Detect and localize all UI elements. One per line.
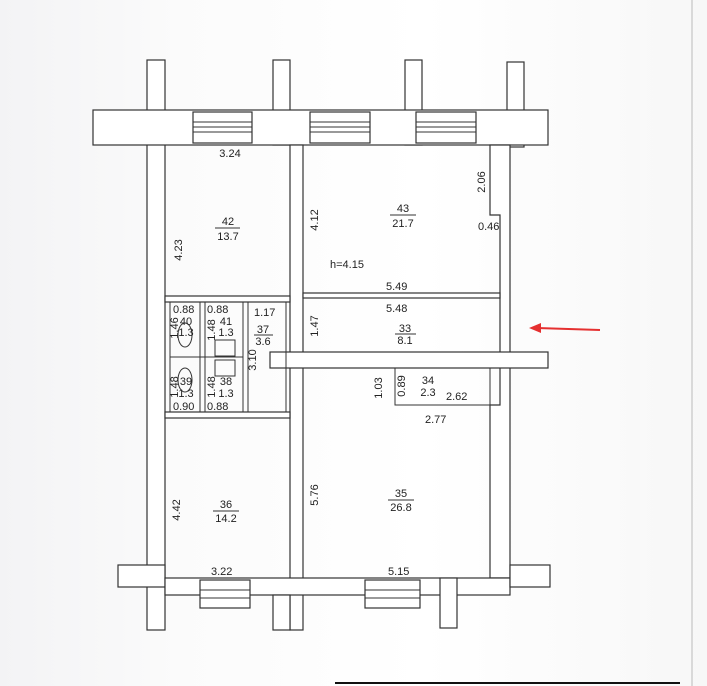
marker-arrowhead [529, 323, 541, 333]
dim: 2.77 [425, 414, 446, 426]
dim: 5.15 [388, 566, 409, 578]
dim: 0.90 [173, 401, 194, 413]
room-42-area: 13.7 [217, 231, 238, 243]
dim: 1.03 [373, 377, 385, 398]
room-40-id: 40 [180, 316, 192, 328]
room-38-id: 38 [220, 376, 232, 388]
room-35-area: 26.8 [390, 502, 411, 514]
dim: 4.12 [309, 209, 321, 230]
dim: 3.24 [219, 148, 240, 160]
room-39-area: 1.3 [178, 388, 193, 400]
dim: 1.48 [169, 376, 181, 397]
room-39-id: 39 [180, 376, 192, 388]
room-37-area: 3.6 [255, 336, 270, 348]
room-36-area: 14.2 [215, 513, 236, 525]
room-37-id: 37 [257, 324, 269, 336]
walls [92, 59, 551, 631]
room-40-area: 1.3 [178, 327, 193, 339]
dim: 5.49 [386, 281, 407, 293]
dim: 1.48 [206, 376, 218, 397]
room-41-id: 41 [220, 316, 232, 328]
dim: 0.88 [207, 401, 228, 413]
dim: 2.62 [446, 391, 467, 403]
room-34-area: 2.3 [420, 387, 435, 399]
room-41-area: 1.3 [218, 327, 233, 339]
dim: 1.48 [206, 319, 218, 340]
room-35-id: 35 [395, 488, 407, 500]
room-labels: 42 13.7 43 21.7 40 1.3 41 1.3 39 1.3 38 … [178, 203, 435, 525]
dim: 3.10 [247, 349, 259, 370]
dim: 4.42 [171, 499, 183, 520]
room-38-area: 1.3 [218, 388, 233, 400]
room-43-id: 43 [397, 203, 409, 215]
marker-arrow [536, 327, 601, 331]
room-42-id: 42 [222, 216, 234, 228]
dim: 0.88 [173, 304, 194, 316]
room-33-id: 33 [399, 323, 411, 335]
room-34-id: 34 [422, 375, 434, 387]
ceiling-height: h=4.15 [330, 259, 364, 271]
partitions [169, 301, 491, 413]
dim: 2.06 [476, 171, 488, 192]
dim: 1.46 [169, 317, 181, 338]
room-36-id: 36 [220, 499, 232, 511]
windows [192, 111, 477, 609]
room-43-area: 21.7 [392, 218, 413, 230]
dim: 0.88 [207, 304, 228, 316]
dim: 1.17 [254, 307, 275, 319]
dim: 4.23 [173, 239, 185, 260]
dim: 0.89 [396, 375, 408, 396]
dim: 5.48 [386, 303, 407, 315]
dim: 1.47 [309, 315, 321, 336]
dim: 3.22 [211, 566, 232, 578]
dimension-labels: 3.24 4.23 4.12 2.06 0.46 5.49 5.48 1.47 … [169, 148, 499, 578]
dim: 5.76 [309, 484, 321, 505]
dim: 0.46 [478, 221, 499, 233]
room-33-area: 8.1 [397, 335, 412, 347]
